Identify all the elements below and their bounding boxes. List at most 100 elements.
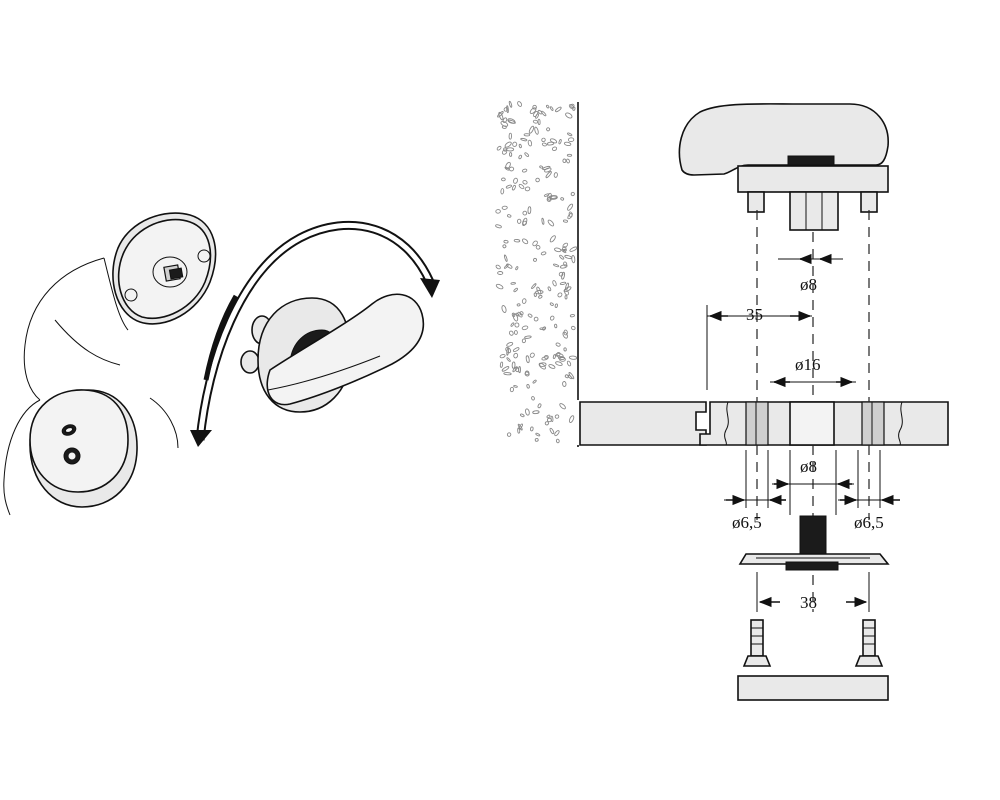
wall-speck: [513, 352, 519, 359]
wall-speck: [496, 145, 502, 151]
wall-speck: [567, 203, 574, 211]
wall-speck: [495, 283, 504, 290]
wall-speck: [531, 283, 537, 290]
wall-speck: [504, 141, 512, 148]
wall-speck: [508, 330, 514, 336]
wall-speck: [546, 414, 551, 419]
wall-speck: [565, 282, 569, 291]
wall-speck: [521, 298, 527, 304]
wall-speck: [535, 245, 541, 250]
wall-speck: [534, 126, 539, 135]
wall-speck: [518, 143, 522, 149]
wall-speck: [532, 240, 538, 247]
center-lines: [756, 210, 870, 612]
wall-speck: [498, 111, 504, 121]
rotation-arrow: [190, 221, 440, 447]
screw-right: [854, 619, 884, 667]
door-section: [579, 401, 949, 446]
dim-label-pin-left: ø6,5: [732, 513, 762, 532]
wall-speck: [520, 137, 528, 142]
wall-speck: [500, 120, 509, 127]
wall-speck: [542, 326, 547, 331]
wall-speck: [563, 261, 568, 267]
wall-section: [495, 100, 579, 447]
wall-speck: [544, 421, 550, 426]
wall-speck: [542, 165, 551, 171]
dim-offset-from-wall: 35: [706, 305, 812, 390]
wall-speck: [513, 177, 518, 184]
dim-label-pin-right: ø6,5: [854, 513, 884, 532]
wall-speck: [547, 192, 552, 201]
wall-speck: [568, 415, 575, 423]
wall-speck: [539, 165, 544, 169]
wall-speck: [535, 177, 540, 183]
wall-speck: [503, 372, 512, 376]
wall-speck: [560, 197, 565, 201]
wall-speck: [497, 271, 504, 275]
wall-speck: [527, 139, 533, 147]
wall-speck: [499, 361, 504, 368]
wall-speck: [522, 210, 528, 216]
wall-speck: [557, 355, 566, 361]
wall-speck: [541, 356, 549, 361]
wall-speck: [531, 396, 535, 401]
wall-speck: [552, 354, 556, 359]
wall-speck: [564, 254, 573, 260]
wall-speck: [563, 329, 568, 336]
wall-speck: [506, 432, 512, 437]
wall-speck: [523, 133, 531, 137]
wall-speck: [495, 264, 501, 270]
wall-speck: [562, 331, 568, 339]
back-rosette: [112, 212, 217, 325]
wall-speck: [547, 219, 555, 227]
wall-speck: [524, 186, 531, 192]
wall-speck: [535, 432, 541, 437]
dim-pin-left: ø6,5: [724, 450, 786, 532]
wall-speck: [513, 330, 518, 335]
wall-speck: [512, 141, 518, 147]
wall-speck: [559, 264, 568, 269]
wall-speck: [512, 366, 518, 373]
wall-speck: [502, 244, 507, 249]
wall-speck: [538, 294, 543, 299]
wall-speck: [541, 142, 547, 147]
wall-speck: [521, 168, 528, 173]
dim-label-handle-spindle: ø8: [800, 275, 817, 294]
wall-speck: [524, 371, 530, 377]
wall-speck: [559, 403, 566, 410]
wall-speck: [510, 322, 515, 327]
wall-speck: [506, 214, 512, 218]
wall-speck: [508, 100, 513, 108]
wall-speck: [555, 438, 560, 444]
wall-speck: [566, 158, 570, 164]
wall-speck: [524, 152, 530, 157]
wall-speck: [559, 254, 565, 260]
indicator-rosette: [738, 515, 890, 571]
front-rosette: [29, 389, 138, 508]
wall-speck: [554, 106, 562, 113]
wall-speck: [501, 305, 507, 313]
wall-speck: [506, 342, 514, 347]
wall-speck: [512, 347, 520, 352]
wall-speck: [520, 413, 525, 418]
wall-speck: [547, 286, 552, 292]
wall-speck: [509, 152, 513, 157]
wall-speck: [532, 410, 540, 415]
wall-speck: [561, 249, 567, 254]
wall-speck: [541, 217, 545, 225]
wall-speck: [570, 103, 575, 108]
wall-speck: [505, 161, 511, 170]
wall-speck: [495, 224, 502, 229]
turn-handle: [678, 103, 889, 231]
wall-speck: [517, 423, 523, 431]
wall-speck: [509, 386, 514, 393]
wall-speck: [537, 403, 542, 409]
wall-speck: [503, 264, 509, 269]
wall-speck: [533, 316, 539, 322]
wall-speck: [549, 427, 555, 435]
wall-speck: [508, 166, 515, 172]
wall-speck: [537, 110, 543, 115]
wall-speck: [525, 408, 530, 416]
wall-speck: [551, 146, 558, 152]
wall-speck: [544, 167, 552, 173]
